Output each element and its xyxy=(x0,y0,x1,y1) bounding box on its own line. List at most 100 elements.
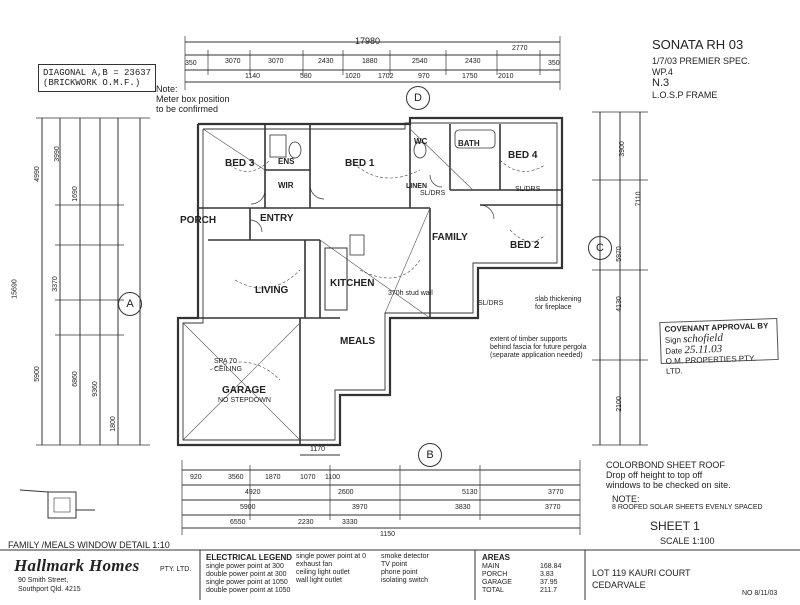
room-linen: LINEN xyxy=(406,183,427,190)
dim-bottom: 3330 xyxy=(342,519,358,526)
sheet-label: SHEET 1 xyxy=(650,519,700,533)
dim-right: 3900 xyxy=(618,141,626,157)
room-porch: PORCH xyxy=(180,215,217,226)
lot-address: LOT 119 KAURI COURT xyxy=(592,568,691,578)
pergola-note-2: behind fascia for future pergola xyxy=(490,344,587,351)
ceiling-note: SPA 70 CEILING xyxy=(214,358,243,373)
dim-right: 4130 xyxy=(615,296,623,312)
meter-note-line-3: to be confirmed xyxy=(156,104,219,114)
dim-bottom: 1150 xyxy=(380,531,396,538)
covenant-approval-stamp: COVENANT APPROVAL BY Sign schofield Date… xyxy=(659,317,779,376)
marker-c: C xyxy=(588,236,612,260)
lot-ref: NO 8/11/03 xyxy=(742,590,778,597)
pergola-note-1: extent of timber supports xyxy=(490,336,568,343)
meter-note-line-1: Note: xyxy=(156,84,178,94)
areas-label: GARAGE xyxy=(482,579,512,586)
areas-value: 3.83 xyxy=(540,571,554,578)
dim-top: 1140 xyxy=(245,73,261,80)
meter-note-line-2: Meter box position xyxy=(156,94,230,104)
dim-left: 6860 xyxy=(71,371,79,387)
legend-item: exhaust fan xyxy=(296,561,333,568)
room-sliding-doors: SL/DRS xyxy=(515,186,541,193)
areas-value: 211.7 xyxy=(540,587,557,594)
company-city: Southport Qld. 4215 xyxy=(18,586,81,593)
areas-label: MAIN xyxy=(482,563,500,570)
room-bed1: BED 1 xyxy=(345,158,375,169)
room-bath: BATH xyxy=(458,139,480,148)
note-body: 8 ROOFED SOLAR SHEETS EVENLY SPACED xyxy=(612,504,763,511)
dim-top: 2430 xyxy=(318,58,334,65)
dim-bottom: 5130 xyxy=(462,489,478,496)
dim-bottom: 920 xyxy=(190,474,202,481)
room-garage-note: NO STEPDOWN xyxy=(218,397,271,404)
dim-bottom: 3830 xyxy=(455,504,471,511)
meter-note: Note: Meter box position to be confirmed xyxy=(156,84,230,114)
dim-bottom: 6550 xyxy=(230,519,246,526)
dim-top: 2430 xyxy=(465,58,481,65)
spec-line: 1/7/03 PREMIER SPEC. xyxy=(652,56,751,66)
legend-heading: ELECTRICAL LEGEND xyxy=(206,553,293,562)
room-living: LIVING xyxy=(255,285,289,296)
dim-top: 350 xyxy=(185,60,197,67)
room-kitchen: KITCHEN xyxy=(330,278,375,289)
dim-top: 1750 xyxy=(462,73,478,80)
sheet-scale: SCALE 1:100 xyxy=(660,536,715,546)
room-sliding-doors: SL/DRS xyxy=(478,300,504,307)
dim-top: 1880 xyxy=(362,58,378,65)
dim-left: 1800 xyxy=(109,416,117,432)
dim-bottom: 3770 xyxy=(545,504,561,511)
areas-value: 37.95 xyxy=(540,579,558,586)
company-suffix: PTY. LTD. xyxy=(160,566,192,573)
legend-item: single power point at 0 xyxy=(296,553,367,560)
legend-item: phone point xyxy=(381,569,418,576)
dim-left: 5900 xyxy=(33,366,41,382)
frame-line: L.O.S.P FRAME xyxy=(652,90,718,100)
room-ens: ENS xyxy=(278,157,295,166)
roof-note: COLORBOND SHEET ROOF xyxy=(606,460,725,470)
dim-left: 15690 xyxy=(11,279,19,299)
legend-item: double power point at 1050 xyxy=(206,587,291,594)
legend-item: smoke detector xyxy=(381,553,429,560)
dim-top: 3070 xyxy=(268,58,284,65)
note-heading: NOTE: xyxy=(612,494,640,504)
dim-top: 350 xyxy=(548,60,560,67)
dim-bottom: 3970 xyxy=(352,504,368,511)
dim-bottom: 1170 xyxy=(310,446,326,453)
dim-top: 1702 xyxy=(378,73,394,80)
room-bed4: BED 4 xyxy=(508,150,538,161)
wp-line: WP.4 xyxy=(652,67,673,77)
dim-top: 970 xyxy=(418,73,430,80)
dim-bottom: 3560 xyxy=(228,474,244,481)
footer-frame xyxy=(0,549,800,600)
room-family: FAMILY xyxy=(432,232,468,243)
dropoff-note-2: windows to be checked on site. xyxy=(606,480,731,490)
room-meals: MEALS xyxy=(340,336,375,347)
diagonal-line-1: DIAGONAL A,B = 23637 xyxy=(43,68,152,78)
dim-left: 3370 xyxy=(51,276,59,292)
dim-bottom: 2230 xyxy=(298,519,314,526)
areas-value: 168.84 xyxy=(540,563,562,570)
diagonal-note: DIAGONAL A,B = 23637 (BRICKWORK O.M.F.) xyxy=(38,64,157,92)
dim-top: 2540 xyxy=(412,58,428,65)
dim-left: 1690 xyxy=(71,186,79,202)
room-sliding-doors: SL/DRS xyxy=(420,190,446,197)
dim-bottom: 5900 xyxy=(240,504,256,511)
legend-item: single power point at 300 xyxy=(206,563,284,570)
legend-item: isolating switch xyxy=(381,577,429,584)
dim-bottom: 1100 xyxy=(325,474,341,481)
marker-d: D xyxy=(406,86,430,110)
room-wir: WIR xyxy=(278,181,294,190)
dim-bottom: 3770 xyxy=(548,489,564,496)
dim-left: 9360 xyxy=(91,381,99,397)
legend-item: double power point at 300 xyxy=(206,571,287,578)
fireplace-note: slab thickening for fireplace xyxy=(535,296,582,311)
marker-a: A xyxy=(118,292,142,316)
legend-item: wall light outlet xyxy=(296,577,342,584)
dim-bottom: 4920 xyxy=(245,489,261,496)
dim-bottom: 1870 xyxy=(265,474,281,481)
legend-item: single power point at 1050 xyxy=(206,579,288,586)
room-entry: ENTRY xyxy=(260,213,294,224)
dim-bottom: 2600 xyxy=(338,489,354,496)
studwall-note: 370h stud wall xyxy=(388,290,433,297)
